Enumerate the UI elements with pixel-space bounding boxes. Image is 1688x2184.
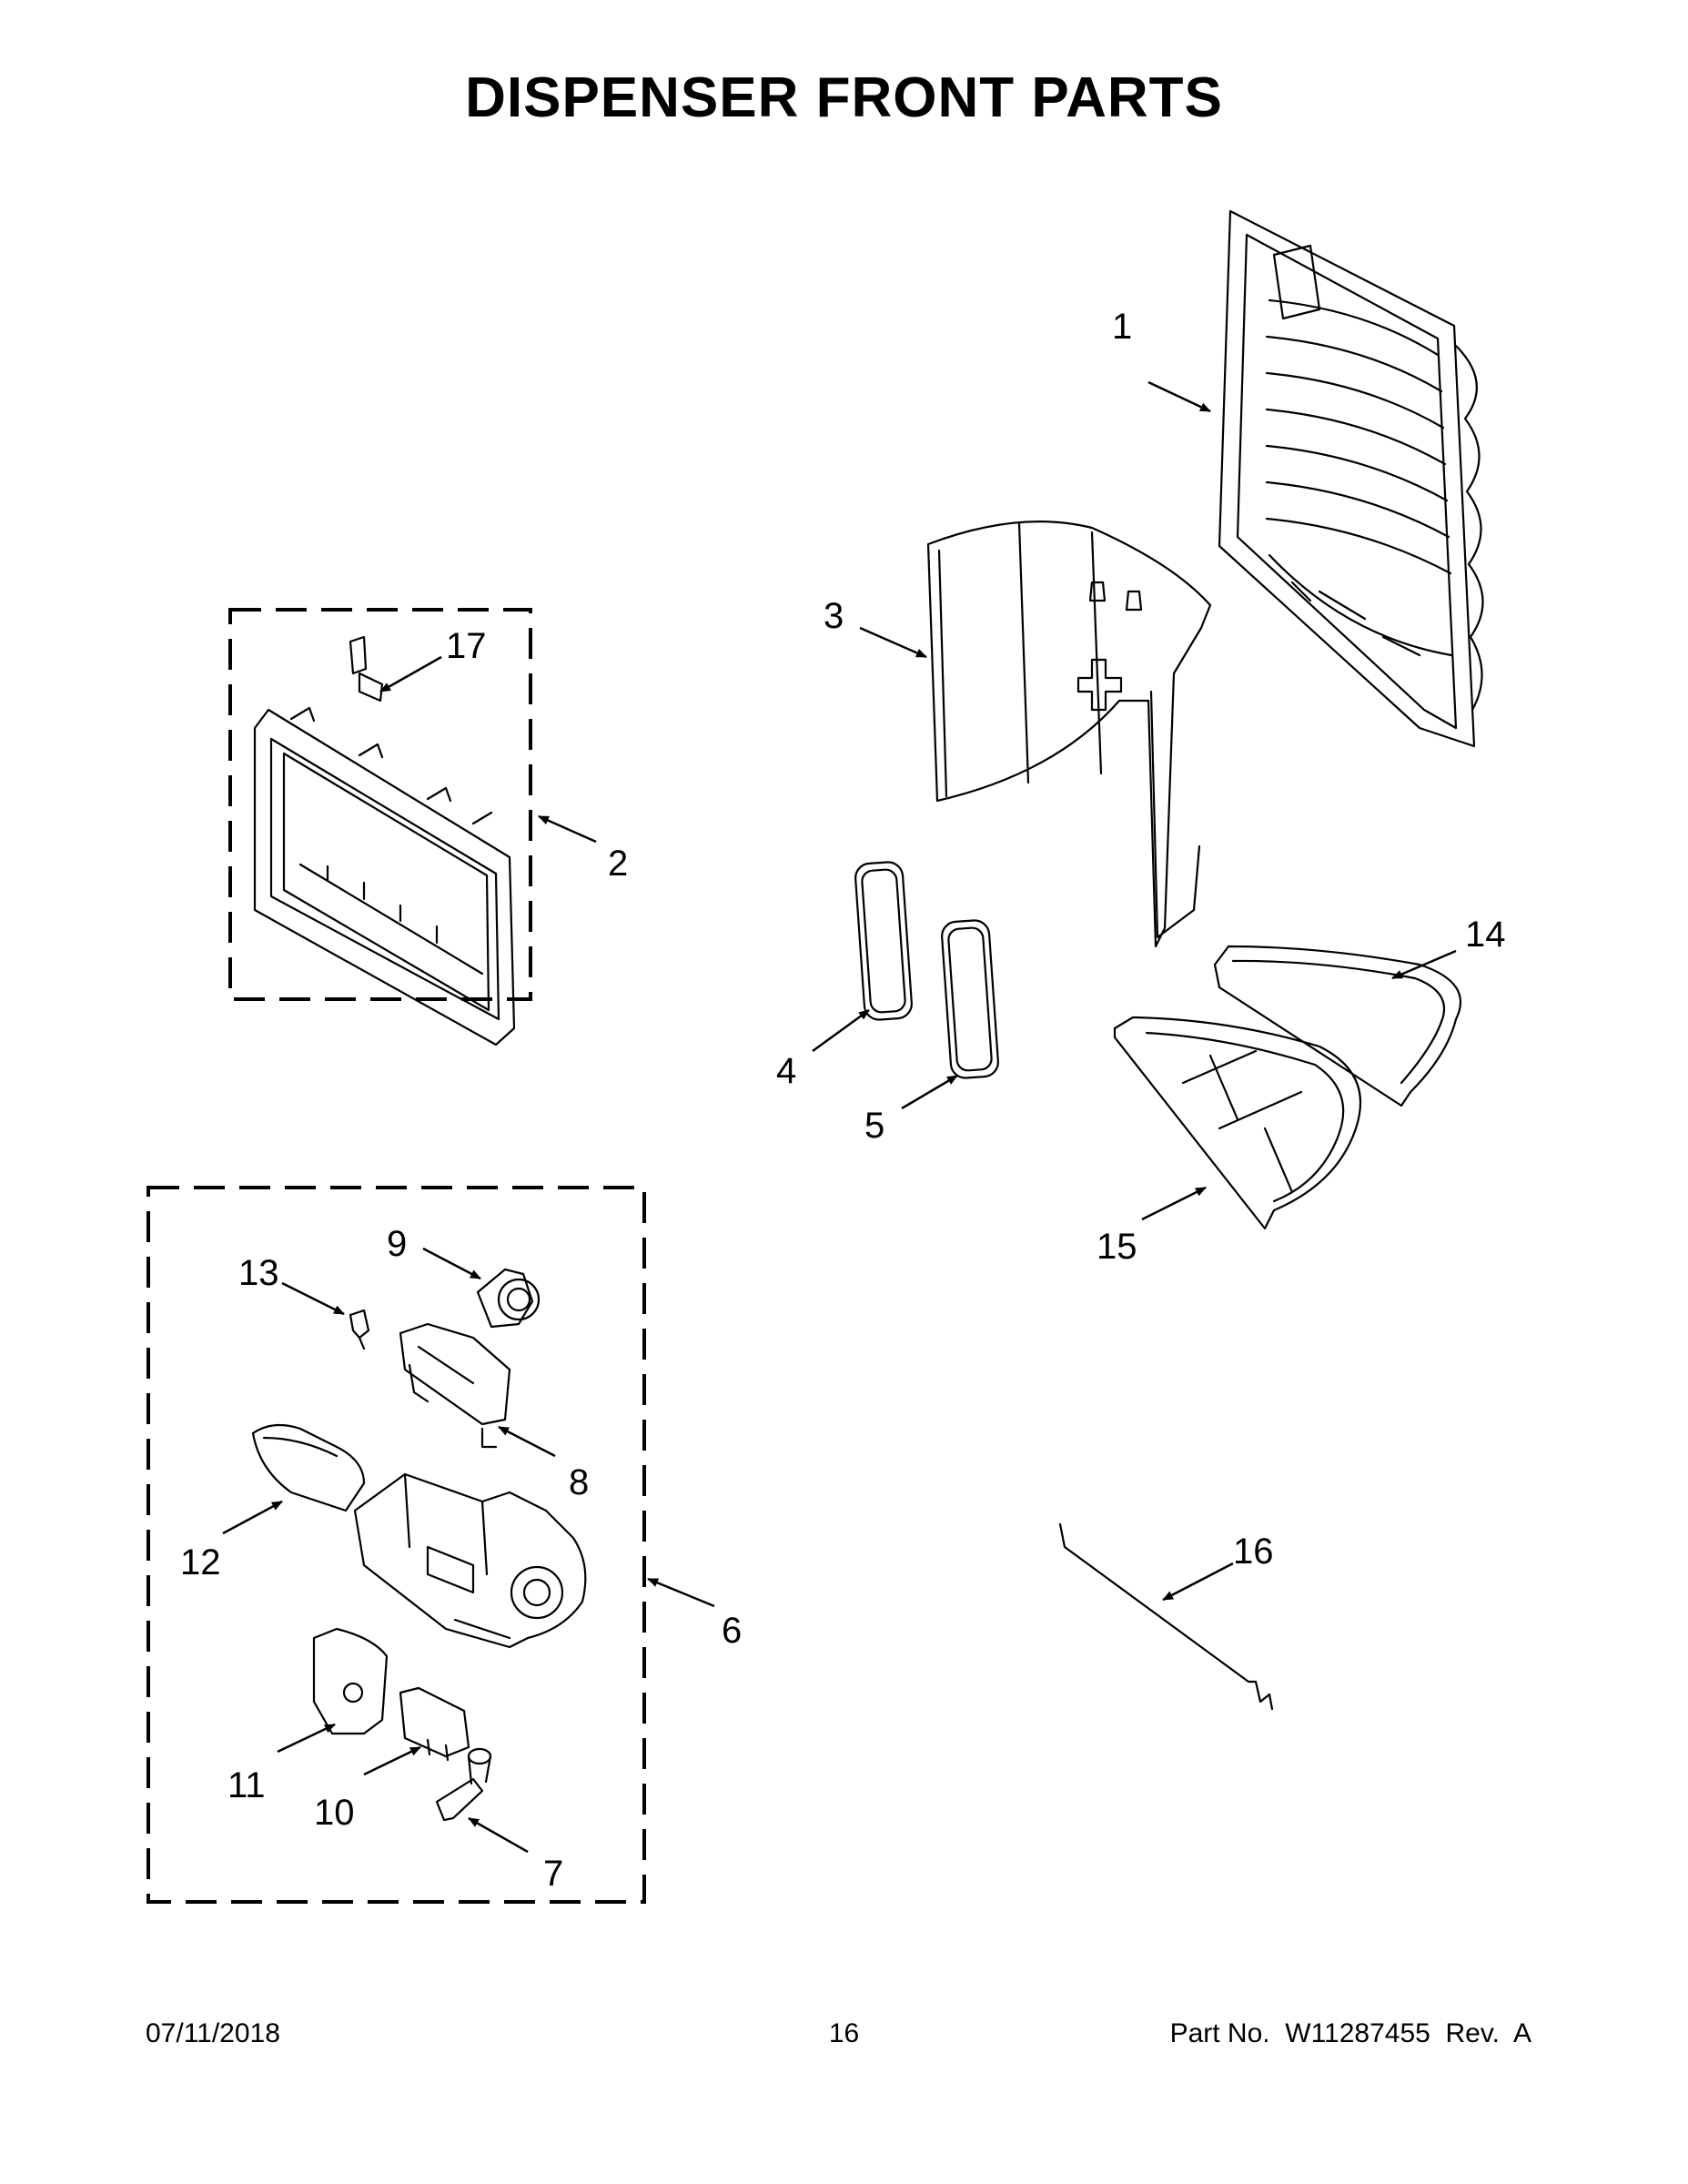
footer-part-number: Part No. W11287455 Rev. A: [1169, 2018, 1531, 2048]
connector-part: [349, 635, 384, 703]
leader-arrow-7: [468, 1816, 529, 1854]
leader-arrow-15: [1141, 1186, 1207, 1221]
callout-13: 13: [238, 1253, 279, 1293]
leader-arrow-9: [422, 1247, 481, 1280]
pad-part-5: [941, 919, 999, 1079]
page-title: DISPENSER FRONT PARTS: [465, 66, 1223, 129]
callout-16: 16: [1233, 1532, 1274, 1572]
leader-arrow-13: [281, 1281, 345, 1316]
dispenser-base-part: [353, 1472, 587, 1649]
leader-arrow-12: [222, 1500, 283, 1535]
leader-arrow-5: [901, 1074, 958, 1110]
callout-4: 4: [776, 1051, 796, 1091]
actuator-part: [476, 1268, 541, 1329]
leader-arrow-6: [647, 1577, 715, 1608]
pad-part-5-inner: [947, 926, 993, 1072]
housing-frame-part: [1218, 209, 1484, 748]
leader-arrow-2: [538, 814, 597, 844]
assembly-2-group-box: [228, 608, 532, 1001]
pad-part-4-inner: [861, 868, 906, 1014]
display-panel-part: [253, 706, 516, 1046]
callout-10: 10: [314, 1793, 355, 1833]
callout-1: 1: [1112, 307, 1132, 347]
valve-part: [435, 1747, 492, 1822]
bracket-part: [399, 1322, 511, 1449]
callout-11: 11: [227, 1765, 266, 1805]
leader-arrow-4: [812, 1008, 870, 1053]
callout-7: 7: [543, 1854, 563, 1894]
callout-3: 3: [824, 596, 844, 636]
leader-arrow-14: [1391, 949, 1457, 980]
callout-9: 9: [387, 1224, 407, 1264]
callout-14: 14: [1465, 915, 1506, 955]
switch-part: [399, 1686, 470, 1762]
footer-page-number: 16: [828, 2018, 860, 2048]
leader-arrow-11: [277, 1723, 336, 1754]
drip-tray-part: [1213, 945, 1461, 1107]
callout-8: 8: [569, 1462, 589, 1502]
leader-arrow-10: [363, 1745, 421, 1776]
pad-part-4: [854, 861, 913, 1021]
pin-part: [349, 1309, 370, 1350]
assembly-6-group-box: [147, 1186, 646, 1904]
leader-arrow-8: [498, 1425, 556, 1458]
leader-arrow-17: [379, 655, 442, 693]
callout-5: 5: [864, 1106, 884, 1146]
chute-liner-part: [926, 521, 1212, 948]
callout-12: 12: [180, 1542, 221, 1582]
leader-arrow-16: [1162, 1562, 1234, 1602]
rod-part: [1058, 1522, 1274, 1711]
callout-15: 15: [1097, 1227, 1137, 1267]
funnel-part: [251, 1423, 366, 1512]
callout-6: 6: [722, 1611, 742, 1651]
tray-grille-part: [1113, 1016, 1362, 1230]
cover-part: [312, 1627, 389, 1735]
leader-arrow-1: [1147, 380, 1211, 413]
leader-arrow-3: [859, 626, 927, 659]
callout-17: 17: [446, 626, 487, 666]
callout-2: 2: [608, 844, 628, 884]
footer-date: 07/11/2018: [146, 2018, 280, 2048]
